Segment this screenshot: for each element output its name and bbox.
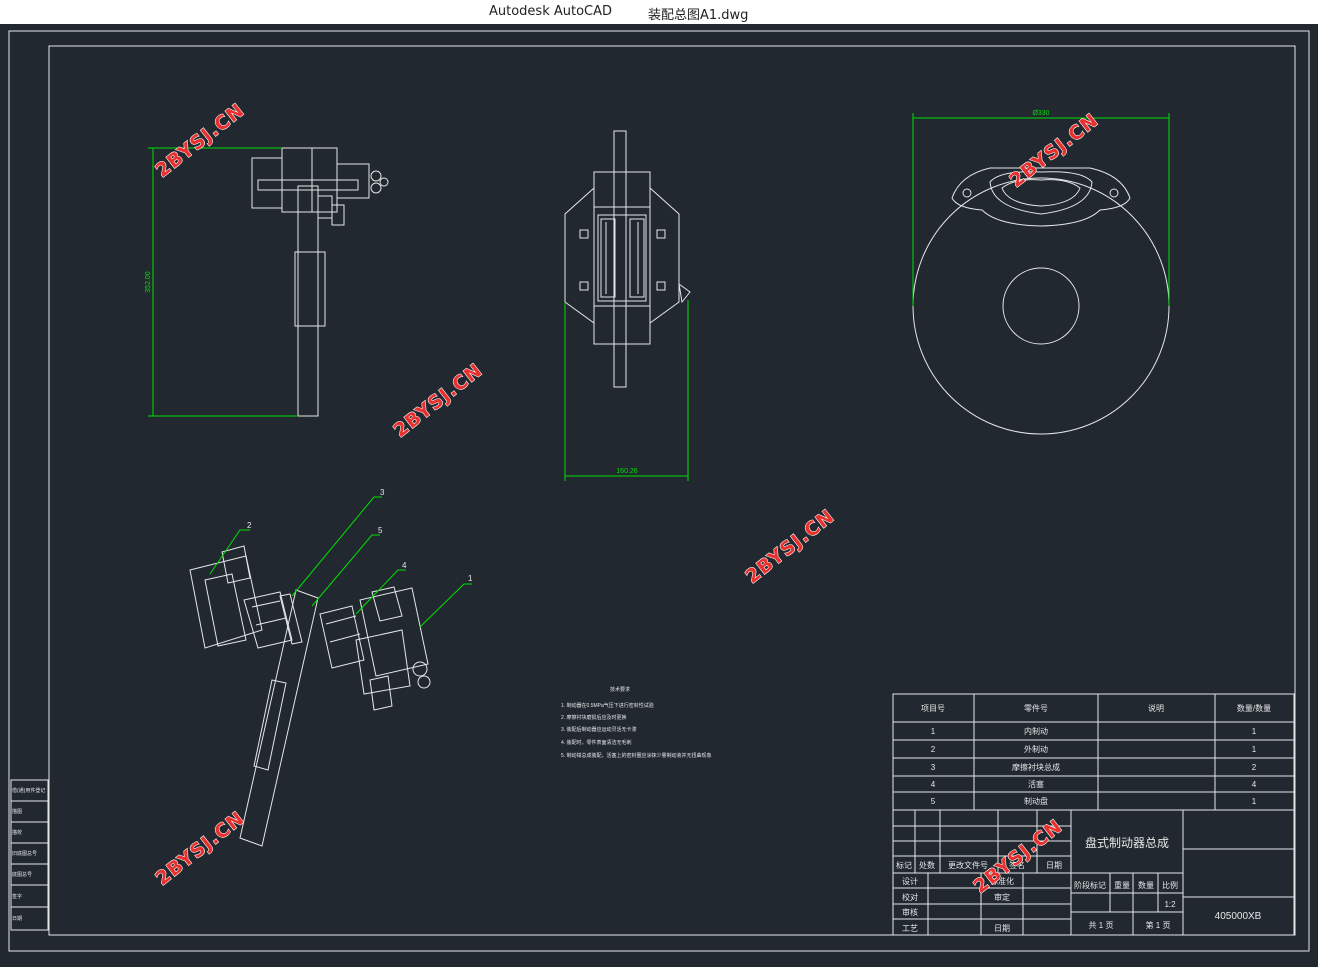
label-check: 校对: [902, 892, 918, 902]
stage-header: 阶段标记: [1074, 880, 1106, 890]
balloon-leaders: [209, 496, 472, 628]
watermark: 2BYSJ.CN: [742, 505, 839, 588]
rev-header: 处数: [919, 860, 935, 870]
parts-cell: 1: [1252, 745, 1257, 754]
drawing-sheet[interactable]: 352.00 160.26 Ø330 1 2 3 4 5 技术要求 1. 制动器…: [0, 24, 1318, 962]
parts-header-qty: 数量/数量: [1237, 703, 1271, 713]
sheet-inner-border: [48, 45, 1296, 936]
rev-header: 更改文件号: [948, 860, 988, 870]
sheets-total: 共 1 页: [1089, 921, 1114, 930]
label-design: 设计: [902, 876, 918, 886]
dim-front-width: 160.26: [616, 468, 638, 475]
rev-header: 日期: [1046, 861, 1062, 870]
tech-requirements: 技术要求 1. 制动器在0.5MPa气压下进行密封性试验 2. 摩擦衬块磨损后应…: [561, 686, 712, 759]
parts-cell: 3: [931, 763, 936, 772]
parts-cell: 内制动: [1024, 726, 1048, 736]
parts-cell: 1: [1252, 797, 1257, 806]
rev-header: 标记: [896, 860, 912, 870]
strip-label: 日期: [12, 916, 22, 922]
left-strip: [10, 779, 49, 931]
window-titlebar: Autodesk AutoCAD 装配总图A1.dwg: [0, 0, 1318, 24]
tech-req-item: 3. 装配后制动器应运动灵活无卡滞: [561, 726, 637, 733]
balloon-5: 5: [378, 526, 383, 535]
label-standardization: 标准化: [990, 876, 1014, 886]
disc-diameter-dimension: [912, 113, 1170, 306]
parts-cell: 制动盘: [1024, 796, 1048, 806]
balloon-1: 1: [468, 574, 473, 583]
strip-label: 旧底图总号: [12, 850, 37, 857]
label-date: 日期: [994, 924, 1010, 933]
watermark: 2BYSJ.CN: [390, 359, 487, 442]
balloon-3: 3: [380, 488, 385, 497]
parts-cell: 活塞: [1028, 779, 1044, 789]
parts-cell: 5: [931, 797, 936, 806]
parts-cell: 1: [931, 727, 936, 736]
parts-list-grid: [892, 693, 1295, 811]
stage-header: 比例: [1162, 880, 1178, 890]
tech-req-item: 2. 摩擦衬块磨损后应及时更换: [561, 714, 627, 721]
strip-label: 借(通)用件登记: [12, 787, 45, 794]
tech-req-title: 技术要求: [610, 686, 630, 693]
watermark: 2BYSJ.CN: [152, 807, 249, 890]
tech-req-item: 5. 制动钳总成装配，活塞上的密封圈应涂抹少量制动液并无扭曲现象: [561, 752, 712, 759]
parts-cell: 1: [1252, 727, 1257, 736]
parts-cell: 4: [1252, 780, 1257, 789]
dim-disc-diameter: Ø330: [1032, 110, 1049, 117]
side-height-dimension: [148, 147, 298, 417]
balloon-2: 2: [247, 521, 252, 530]
disc-view: [912, 167, 1170, 435]
watermark: 2BYSJ.CN: [152, 99, 249, 182]
rev-header: 签名: [1009, 860, 1025, 870]
label-process: 工艺: [902, 924, 918, 933]
stage-header: 重量: [1114, 880, 1130, 890]
label-review: 审核: [902, 907, 918, 917]
parts-cell: 外制动: [1024, 744, 1048, 754]
tech-req-item: 1. 制动器在0.5MPa气压下进行密封性试验: [561, 702, 654, 709]
parts-header-desc: 说明: [1148, 703, 1164, 713]
balloon-4: 4: [402, 561, 407, 570]
front-view: [564, 130, 691, 388]
strip-label: 签字: [12, 893, 22, 900]
watermark: 2BYSJ.CN: [970, 815, 1067, 898]
parts-cell: 摩擦衬块总成: [1012, 762, 1060, 772]
scale-value: 1:2: [1164, 900, 1176, 909]
label-approve: 审定: [994, 892, 1010, 902]
tech-req-item: 4. 装配时，零件表面清洁无毛刺: [561, 739, 632, 746]
strip-label: 底图总号: [12, 871, 32, 878]
exploded-view: [189, 545, 431, 847]
parts-cell: 4: [931, 780, 936, 789]
parts-cell: 2: [931, 745, 936, 754]
side-view: [251, 147, 389, 417]
drawing-canvas[interactable]: 352.00 160.26 Ø330 1 2 3 4 5 技术要求 1. 制动器…: [0, 24, 1318, 962]
drawing-number: 405000XB: [1215, 911, 1262, 922]
sheet-outer-border: [8, 30, 1310, 952]
dim-side-height: 352.00: [145, 271, 152, 293]
stage-header: 数量: [1138, 880, 1154, 890]
front-width-dimension: [564, 300, 689, 481]
parts-header-part: 零件号: [1024, 703, 1048, 713]
parts-header-item: 项目号: [921, 704, 945, 713]
title-block-grid: [892, 809, 1295, 936]
app-name: Autodesk AutoCAD: [489, 4, 613, 19]
parts-cell: 2: [1252, 763, 1257, 772]
strip-label: 描图: [12, 808, 22, 815]
strip-label: 描校: [12, 829, 22, 836]
drawing-title: 盘式制动器总成: [1085, 835, 1169, 850]
document-name: 装配总图A1.dwg: [648, 8, 749, 23]
sheet-current: 第 1 页: [1146, 920, 1171, 930]
